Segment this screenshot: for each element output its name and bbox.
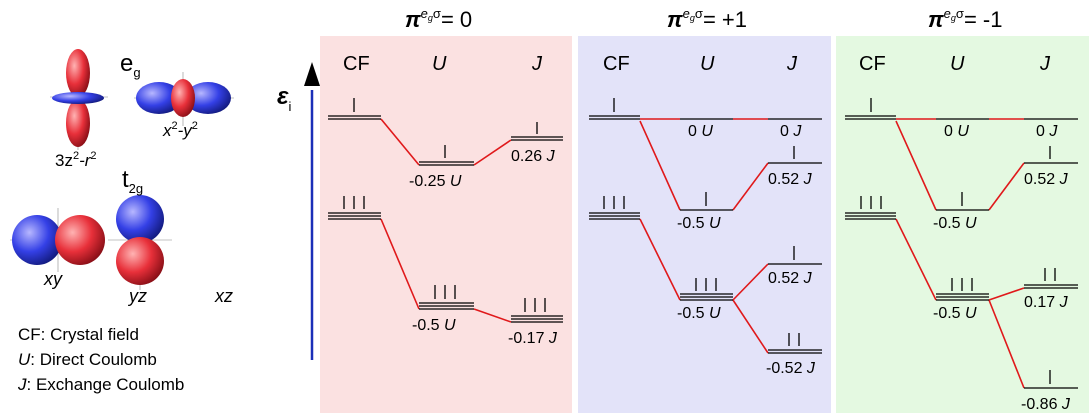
xz-label: xz	[214, 286, 233, 306]
yz-orbital-icon	[108, 192, 172, 290]
p2-label-j-low: -0.52 J	[766, 360, 816, 377]
legend-cf: CF: Crystal field	[18, 325, 139, 344]
panel-1-title: πegσ= 0	[405, 6, 472, 32]
p1-label-u-eg: -0.25 U	[409, 173, 462, 190]
p3-label-j-mid: 0.17 J	[1024, 294, 1069, 311]
p3-label-u-low: -0.5 U	[933, 305, 977, 322]
p2-label-u-eg: 0 U	[688, 123, 713, 140]
x2-y2-orbital-icon	[134, 72, 234, 126]
z2-label: 3z2-r2	[55, 150, 97, 170]
p3-cf-t2g-level	[845, 196, 896, 220]
xy-label: xy	[43, 269, 63, 289]
p1-cf-eg-level	[328, 98, 381, 120]
energy-axis: εi	[277, 62, 320, 360]
panel-3-title: πegσ= -1	[928, 6, 1002, 32]
legend-u: U: Direct Coulomb	[18, 350, 157, 369]
p2-label-j-upper: 0.52 J	[768, 171, 813, 188]
p1-j-eg-level	[511, 122, 563, 141]
p1-u-eg-level	[419, 145, 474, 166]
p2-label-j-mid: 0.52 J	[768, 270, 813, 287]
panel-2-col-u: U	[700, 53, 715, 75]
panel-2-title: πegσ= +1	[667, 6, 747, 32]
legend-j: J: Exchange Coulomb	[17, 375, 184, 394]
p1-j-t2g-level	[511, 298, 563, 323]
p1-label-j-t2g: -0.17 J	[508, 330, 558, 347]
p3-j-mid-level	[1024, 268, 1078, 289]
panel-1-col-cf: CF	[343, 53, 370, 75]
p3-label-u-eg: 0 U	[944, 123, 969, 140]
p2-u-low-level	[680, 278, 733, 301]
panel-3-col-cf: CF	[859, 53, 886, 75]
connector-lines	[380, 118, 1025, 389]
z2-orbital-icon	[50, 49, 108, 150]
orbital-panel: eg 3z2-r2 x2-y2 t2g xy yz xz CF: Crystal…	[10, 49, 234, 394]
p2-j-mid-level	[768, 246, 822, 265]
panel-1-col-j: J	[531, 53, 543, 75]
energy-axis-label: εi	[277, 83, 291, 114]
panel-1-background	[320, 36, 572, 413]
p2-cf-eg-level	[589, 98, 640, 120]
p2-u-t2g-level	[680, 192, 733, 211]
p1-label-u-t2g: -0.5 U	[412, 317, 456, 334]
p3-label-u-t2g: -0.5 U	[933, 215, 977, 232]
p1-cf-t2g-level	[328, 196, 381, 220]
p3-label-j-eg: 0 J	[1036, 123, 1058, 140]
panel-1-col-u: U	[432, 53, 447, 75]
p3-label-j-upper: 0.52 J	[1024, 171, 1069, 188]
energy-levels	[328, 98, 1078, 389]
panel-3-background	[836, 36, 1089, 413]
p2-cf-t2g-level	[589, 196, 640, 220]
panel-2-col-cf: CF	[603, 53, 630, 75]
panel-3-col-j: J	[1039, 53, 1051, 75]
p2-j-low-level	[768, 333, 822, 354]
panel-2-col-j: J	[786, 53, 798, 75]
p3-u-t2g-level	[936, 192, 989, 211]
yz-label: yz	[127, 286, 147, 306]
p2-label-u-t2g: -0.5 U	[677, 215, 721, 232]
p1-label-j-eg: 0.26 J	[511, 148, 556, 165]
p2-j-upper-level	[768, 146, 822, 164]
xy-orbital-icon	[10, 208, 105, 272]
p3-j-low-level	[1024, 370, 1078, 389]
p3-j-upper-level	[1024, 146, 1078, 164]
p3-label-j-low: -0.86 J	[1021, 396, 1071, 413]
p2-label-j-eg: 0 J	[780, 123, 802, 140]
p2-label-u-low: -0.5 U	[677, 305, 721, 322]
p3-cf-eg-level	[845, 98, 896, 120]
eg-label: eg	[120, 50, 141, 80]
panel-3-col-u: U	[950, 53, 965, 75]
p3-u-low-level	[936, 278, 989, 301]
t2g-label: t2g	[122, 166, 143, 196]
x2-y2-label: x2-y2	[162, 120, 198, 140]
p1-u-t2g-level	[419, 285, 474, 310]
